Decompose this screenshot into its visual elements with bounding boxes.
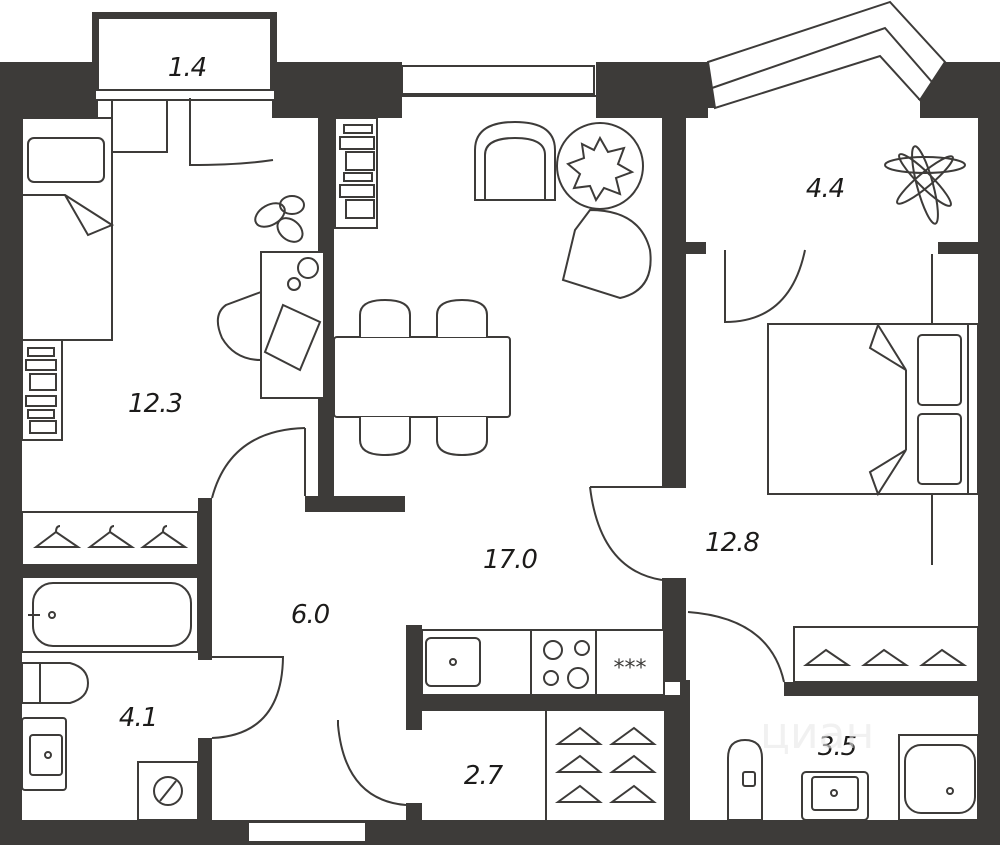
dining-chair-icon	[359, 298, 411, 337]
wall-balcony-right	[270, 12, 277, 100]
armchair-icon	[474, 120, 556, 201]
wall-bedroom-living	[318, 110, 334, 500]
wall-hall-left	[198, 498, 212, 660]
armchair-2-icon	[561, 208, 652, 300]
dining-chair-icon	[359, 417, 411, 457]
area-label-loggia: 4.4	[806, 174, 844, 204]
wall-bottom	[0, 820, 1000, 845]
area-label-balcony: 1.4	[168, 53, 206, 83]
wall-living-right-lower	[662, 578, 686, 682]
dining-chairs	[359, 298, 488, 457]
dining-chair-icon	[436, 298, 488, 337]
wall-right	[978, 62, 1000, 845]
wardrobe-top-icon	[111, 99, 168, 153]
storage-furniture	[545, 711, 657, 820]
window-balcony-door	[94, 89, 276, 101]
plant-loggia-icon	[884, 145, 966, 225]
double-bed-icon	[767, 323, 979, 495]
armchair-seat	[484, 136, 546, 200]
shower-tray-icon	[898, 734, 979, 821]
door-bedroom-right[interactable]	[589, 486, 663, 581]
hanger-icons	[803, 648, 968, 666]
toilet-icon	[727, 738, 763, 821]
wall-top-mid-left	[272, 62, 402, 118]
door-bedroom-left[interactable]	[211, 427, 306, 499]
bathtub-area	[21, 576, 199, 653]
wall-bedroom-bath	[0, 565, 212, 577]
wall-balcony-left	[92, 12, 99, 100]
area-label-hallway: 6.0	[291, 600, 330, 630]
area-label-shower: 3.5	[818, 732, 857, 762]
door-loggia[interactable]	[724, 249, 806, 324]
wall-loggia-left	[686, 242, 706, 254]
wall-storage-right	[664, 695, 680, 823]
pillow-icon	[917, 413, 962, 485]
plant-living-icon	[566, 135, 635, 203]
wardrobe-icon	[21, 511, 199, 566]
bathroom-furniture	[21, 576, 199, 821]
fridge-freezer-icon: ***	[614, 656, 647, 681]
wall-shower-top	[784, 682, 978, 696]
watermark: циан	[760, 708, 874, 759]
wall-left	[0, 62, 22, 845]
blanket-fold	[868, 322, 907, 371]
hanger-icons	[554, 726, 657, 803]
lamp-base	[287, 277, 301, 291]
kitchen-counter	[421, 629, 665, 696]
wall-loggia-right	[938, 242, 978, 254]
area-label-bedroom-right: 12.8	[705, 528, 759, 558]
bedroom-left-furniture	[21, 99, 325, 566]
laptop-icon	[263, 303, 322, 372]
window-bottom	[247, 821, 367, 843]
door-bathroom[interactable]	[211, 656, 285, 739]
books-living	[339, 124, 375, 219]
area-labels: 1.4 12.3 17.0 4.4 12.8 6.0 4.1 2.7 3.5	[119, 53, 858, 791]
sink-drain	[449, 658, 457, 666]
wall-bath-right-lower	[198, 738, 212, 820]
toilet-tank	[21, 662, 41, 704]
kitchen: ***	[421, 629, 665, 696]
door-balcony[interactable]	[189, 98, 274, 167]
sink-icon	[21, 717, 67, 791]
door-shower-room[interactable]	[687, 611, 785, 683]
pillow-icon	[917, 334, 962, 406]
blanket-fold	[22, 194, 115, 237]
area-label-living: 17.0	[483, 545, 537, 575]
wall-living-bedroom-right	[662, 110, 686, 488]
office-chair-icon	[216, 290, 262, 362]
blanket-fold	[868, 449, 907, 497]
lamp-icon	[297, 257, 319, 279]
doors	[189, 98, 806, 806]
toilet-icon	[39, 662, 90, 704]
pillow-icon	[27, 137, 105, 183]
walls	[0, 12, 1000, 845]
wall-living-stub	[305, 496, 405, 512]
area-label-bedroom-left: 12.3	[128, 389, 182, 419]
area-label-bathroom: 4.1	[119, 703, 157, 733]
books	[25, 347, 57, 434]
hanger-icons	[33, 525, 189, 548]
window-bay-inner	[711, 26, 933, 89]
wall-storage-left	[406, 803, 422, 823]
bedroom-right-furniture	[767, 254, 979, 683]
dining-table-icon	[333, 336, 511, 418]
dining-chair-icon	[436, 417, 488, 457]
door-storage[interactable]	[337, 720, 407, 806]
wall-balcony-top	[92, 12, 276, 19]
shower-room-furniture	[727, 734, 979, 821]
kitchen-sink-icon	[425, 637, 481, 687]
wall-kitchen-left	[406, 625, 422, 730]
wall-shower-left	[680, 680, 690, 820]
living-furniture	[333, 117, 652, 457]
window-living	[401, 65, 595, 95]
wall-kitchen-storage	[406, 695, 664, 711]
windows	[94, 0, 947, 843]
plant-icon	[254, 195, 305, 243]
area-label-storage: 2.7	[464, 761, 504, 791]
wall-top-mid-right	[596, 62, 708, 118]
cooktop-icon	[543, 640, 590, 689]
